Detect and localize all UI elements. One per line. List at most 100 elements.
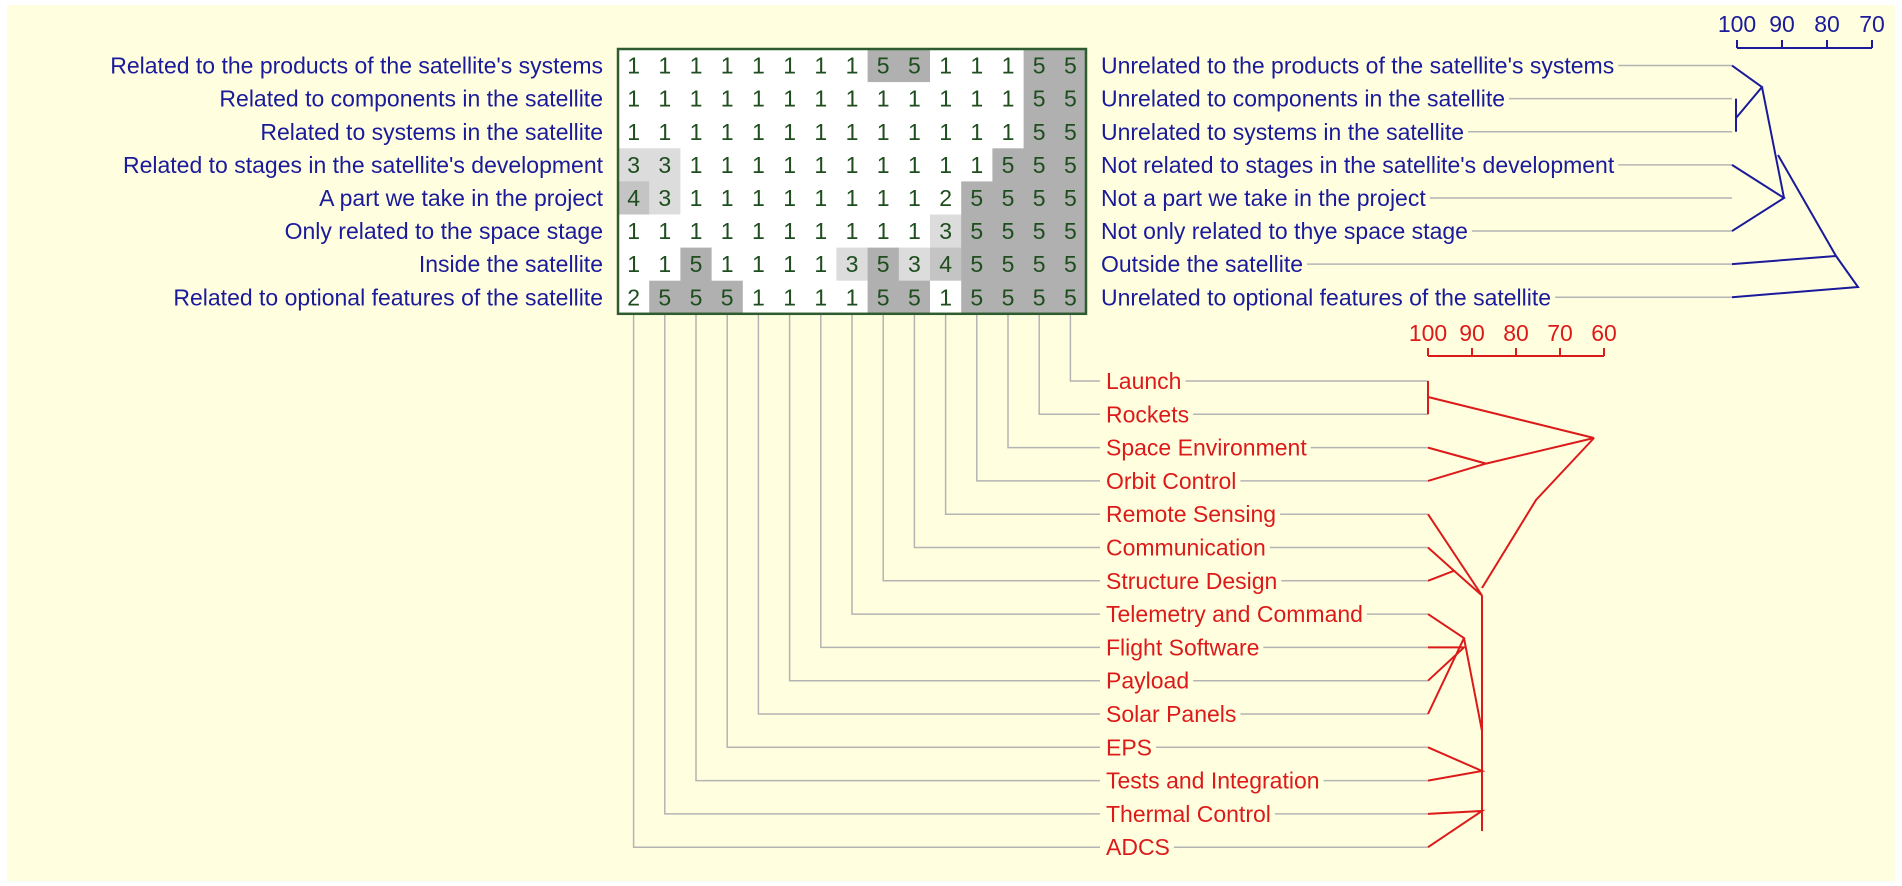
rating-value: 4 <box>939 251 952 277</box>
rating-cell <box>680 148 712 182</box>
rating-value: 1 <box>783 152 796 178</box>
rating-cell <box>711 49 744 83</box>
right-pole-label: Not related to stages in the satellite's… <box>1101 152 1615 178</box>
rating-cell <box>1023 82 1056 116</box>
element-tree-branch <box>1427 446 1490 482</box>
rating-cell <box>930 280 962 315</box>
rating-value: 1 <box>690 53 703 79</box>
element-connector-line <box>632 313 1100 848</box>
rating-value: 5 <box>690 251 703 277</box>
rating-cell <box>930 214 962 248</box>
rating-cell <box>867 49 900 83</box>
rating-cell <box>742 115 775 149</box>
rating-cell <box>992 115 1024 149</box>
element-connector-line <box>757 313 1100 715</box>
rating-cell <box>961 82 993 116</box>
rating-cell <box>898 115 931 149</box>
rating-value: 1 <box>721 218 734 244</box>
rating-cell <box>680 181 712 215</box>
rating-value: 2 <box>939 185 952 211</box>
rating-cell <box>1054 115 1087 149</box>
rating-value: 1 <box>690 86 703 112</box>
rating-cell <box>961 280 993 315</box>
rating-value: 5 <box>1002 284 1015 310</box>
connector-lines <box>632 64 1732 848</box>
rating-cell <box>992 148 1024 182</box>
rating-cell <box>836 148 868 182</box>
rating-cell <box>742 148 775 182</box>
rating-value: 5 <box>970 218 983 244</box>
rating-value: 1 <box>814 251 827 277</box>
rating-value: 1 <box>627 251 640 277</box>
element-scale-tick-label: 60 <box>1591 320 1617 346</box>
rating-value: 4 <box>627 185 640 211</box>
element-connector-line <box>944 313 1100 515</box>
rating-cell <box>649 214 681 248</box>
rating-cell <box>711 148 744 182</box>
rating-value: 1 <box>908 86 921 112</box>
rating-value: 5 <box>1064 86 1077 112</box>
rating-value: 1 <box>752 284 765 310</box>
element-label: Communication <box>1106 535 1266 561</box>
construct-tree-branch <box>1731 154 1838 266</box>
rating-cell <box>1023 214 1056 248</box>
rating-value: 1 <box>721 119 734 145</box>
element-connector-line <box>788 313 1100 682</box>
rating-cell <box>867 214 900 248</box>
rating-value: 5 <box>1002 218 1015 244</box>
rating-cell <box>836 115 868 149</box>
element-connector-line <box>913 313 1100 549</box>
rating-cell <box>898 148 931 182</box>
rating-cell <box>898 181 931 215</box>
rating-cell <box>774 214 806 248</box>
rating-cell <box>836 181 868 215</box>
rating-value: 1 <box>721 86 734 112</box>
rating-cell <box>930 148 962 182</box>
rating-cell <box>774 115 806 149</box>
rating-cell <box>1023 148 1056 182</box>
right-pole-label: Unrelated to optional features of the sa… <box>1101 284 1551 310</box>
rating-cell <box>742 214 775 248</box>
rating-value: 1 <box>814 218 827 244</box>
right-pole-label: Not a part we take in the project <box>1101 185 1426 211</box>
rating-cell <box>805 280 837 315</box>
element-label: Orbit Control <box>1106 468 1236 494</box>
rating-value: 5 <box>658 284 671 310</box>
rating-cell <box>774 148 806 182</box>
element-label: Rockets <box>1106 401 1189 427</box>
rating-cell <box>618 148 650 182</box>
rating-value: 1 <box>658 119 671 145</box>
rating-value: 5 <box>1033 284 1046 310</box>
rating-value: 1 <box>658 251 671 277</box>
rating-value: 1 <box>877 152 890 178</box>
rating-value: 1 <box>908 218 921 244</box>
construct-dendrogram <box>1731 64 1860 299</box>
rating-value: 1 <box>814 53 827 79</box>
rating-cell <box>961 49 993 83</box>
rating-cell <box>711 247 744 282</box>
rating-cell <box>649 49 681 83</box>
rating-cell <box>961 247 993 282</box>
element-label: Telemetry and Command <box>1106 601 1363 627</box>
rating-value: 1 <box>1002 86 1015 112</box>
rating-value: 5 <box>1033 119 1046 145</box>
rating-value: 1 <box>752 185 765 211</box>
rating-cell <box>680 280 712 315</box>
rating-value: 1 <box>939 284 952 310</box>
rating-value: 1 <box>658 218 671 244</box>
element-label: Space Environment <box>1106 435 1307 461</box>
rating-cell <box>836 82 868 116</box>
element-connector-line <box>726 313 1100 749</box>
element-connector-line <box>1007 313 1100 449</box>
rating-cell <box>992 280 1024 315</box>
rating-cell <box>618 181 650 215</box>
rating-value: 2 <box>627 284 640 310</box>
rating-value: 1 <box>846 53 859 79</box>
rating-value: 5 <box>1033 53 1046 79</box>
rating-cell <box>1023 181 1056 215</box>
rating-cell <box>1054 280 1087 315</box>
rating-value: 1 <box>690 152 703 178</box>
rating-value: 5 <box>1064 152 1077 178</box>
